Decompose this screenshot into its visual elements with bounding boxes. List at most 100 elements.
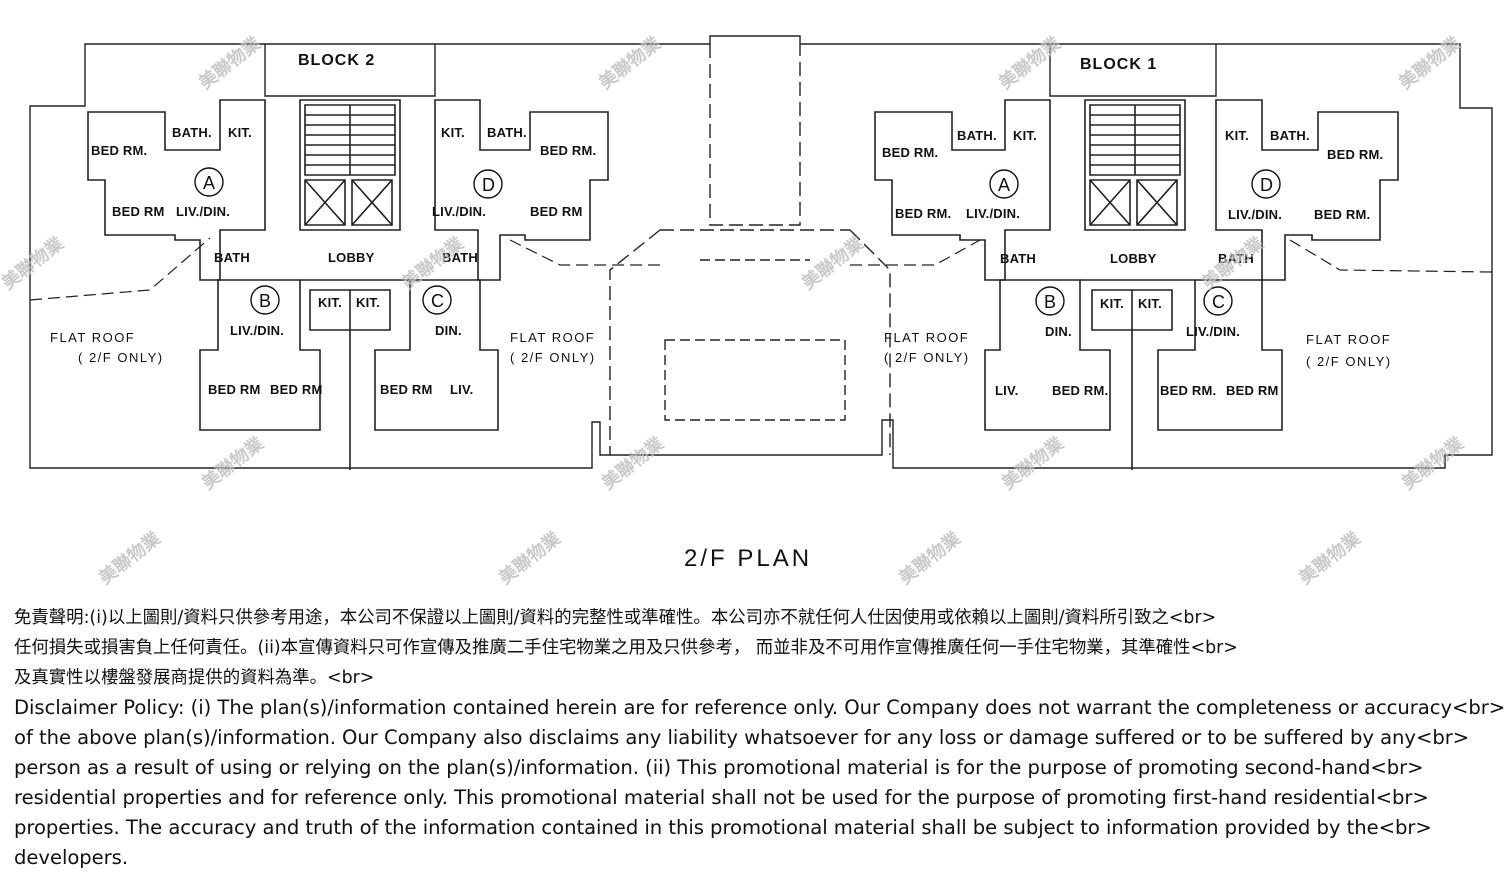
unit-d-circle [473,169,503,199]
watermark-logo: 美聯物業 [495,527,566,589]
block2-block-line [264,44,436,97]
block1-label: BLOCK 1 [1080,56,1157,73]
link-inner [664,259,846,421]
room-bath: BATH [214,250,250,265]
room-bed-rm: BED RM. [882,145,938,160]
link-structure [609,44,891,455]
lobby-label: LOBBY [1110,251,1157,266]
room-bed-rm: BED RM. [1160,383,1216,398]
room-kit: KIT. [1225,128,1249,143]
disclaimer-en-line: Disclaimer Policy: (i) The plan(s)/infor… [14,696,1504,719]
block1-unit-d-walls [1215,99,1399,281]
watermark-logo: 美聯物業 [895,527,966,589]
disclaimer-en-line: of the above plan(s)/information. Our Co… [14,726,1470,749]
unit-a-circle [989,169,1019,199]
unit-c-circle [422,285,452,315]
unit-d-circle [1251,169,1281,199]
watermark-logo: 美聯物業 [1398,432,1469,494]
room-bath: BATH [442,250,478,265]
disclaimer-zh-line: 免責聲明:(i)以上圖則/資料只供參考用途，本公司不保證以上圖則/資料的完整性或… [14,608,1217,628]
room-bath: BATH. [487,125,527,140]
flat-roof-note: ( 2/F ONLY) [884,350,970,365]
room-liv: LIV. [995,383,1018,398]
flat-roof-edge-right [1289,239,1493,273]
room-liv-din: LIV./DIN. [230,323,284,338]
disclaimer-en-line: person as a result of using or relying o… [14,756,1424,779]
room-liv-din: LIV./DIN. [1186,324,1240,339]
watermark-logo: 美聯物業 [1395,32,1466,94]
lobby-label: LOBBY [328,250,375,265]
watermark-logo: 美聯物業 [1295,527,1366,589]
room-bed-rm: BED RM. [895,206,951,221]
unit-c-circle [1203,286,1233,316]
room-kit: KIT. [1013,128,1037,143]
unit-b-letter: B [259,291,271,311]
room-liv-din: LIV./DIN. [966,206,1020,221]
block1-lift [1089,179,1178,226]
disclaimer-en-line: residential properties and for reference… [14,786,1429,809]
room-kit: KIT. [1138,296,1162,311]
disclaimer-text: 免責聲明:(i)以上圖則/資料只供參考用途，本公司不保證以上圖則/資料的完整性或… [14,603,1504,873]
room-bath: BATH. [1270,128,1310,143]
watermark-logo: 美聯物業 [998,432,1069,494]
flat-roof-note: ( 2/F ONLY) [510,350,596,365]
flat-roof-edge-mid-right [850,239,981,266]
room-kit: KIT. [228,125,252,140]
flat-roof-label: FLAT ROOF [510,330,595,345]
disclaimer-en-line: properties. The accuracy and truth of th… [14,816,1432,839]
block2-unit-c-walls [374,279,499,431]
block1-core-walls [1080,99,1195,470]
block2-lift [304,179,393,226]
unit-d-letter: D [1260,175,1273,195]
room-kit: KIT. [318,295,342,310]
room-bed-rm: BED RM [270,382,322,397]
room-bed-rm: BED RM. [1327,147,1383,162]
room-bed-rm: BED RM [1226,383,1278,398]
room-bed-rm: BED RM [380,382,432,397]
watermark-logo: 美聯物業 [95,527,166,589]
watermark-logo: 美聯物業 [595,32,666,94]
room-kit: KIT. [441,125,465,140]
unit-a-letter: A [203,173,215,193]
unit-a-letter: A [998,175,1010,195]
disclaimer-en-line: developers. [14,846,129,869]
flat-roof-edge-mid-left [509,239,660,266]
unit-b-letter: B [1044,292,1056,312]
room-bed-rm: BED RM. [91,143,147,158]
watermark-logo: 美聯物業 [195,32,266,94]
watermark-logo: 美聯物業 [198,432,269,494]
room-bath: BATH. [172,125,212,140]
room-bath: BATH. [957,128,997,143]
block1-unit-b-walls [984,279,1111,431]
room-bed-rm: BED RM. [1314,207,1370,222]
flat-roof-label: FLAT ROOF [884,330,969,345]
block2-stairs [304,104,396,176]
floor-plan-diagram: BLOCK 2 BLOCK 1 BED RM. BATH. KIT. KIT. … [0,32,1493,589]
disclaimer-zh-line: 及真實性以樓盤發展商提供的資料為準。<br> [14,668,375,688]
disclaimer-zh-line: 任何損失或損害負上任何責任。(ii)本宣傳資料只可作宣傳及推廣二手住宅物業之用及… [14,638,1238,658]
watermark-logo: 美聯物業 [798,232,869,294]
block1-stairs [1089,104,1181,176]
block2-core-walls [299,99,410,470]
unit-c-letter: C [431,291,444,311]
room-din: DIN. [435,323,462,338]
room-bath: BATH [1000,251,1036,266]
room-bath: BATH [1218,251,1254,266]
room-liv-din: LIV./DIN. [176,204,230,219]
room-bed-rm: BED RM. [540,143,596,158]
unit-a-circle [194,167,224,197]
unit-b-circle [250,285,280,315]
room-din: DIN. [1045,324,1072,339]
room-liv-din: LIV./DIN. [1228,207,1282,222]
watermark-logo: 美聯物業 [1198,232,1269,294]
flat-roof-note: ( 2/F ONLY) [1306,354,1392,369]
flat-roof-edge-left [29,237,211,301]
room-bed-rm: BED RM. [1052,383,1108,398]
flat-roof-label: FLAT ROOF [50,330,135,345]
watermark-logo: 美聯物業 [0,232,69,294]
room-bed-rm: BED RM [208,382,260,397]
room-liv: LIV. [450,382,473,397]
unit-c-letter: C [1212,292,1225,312]
room-liv-din: LIV./DIN. [432,204,486,219]
unit-b-circle [1035,286,1065,316]
